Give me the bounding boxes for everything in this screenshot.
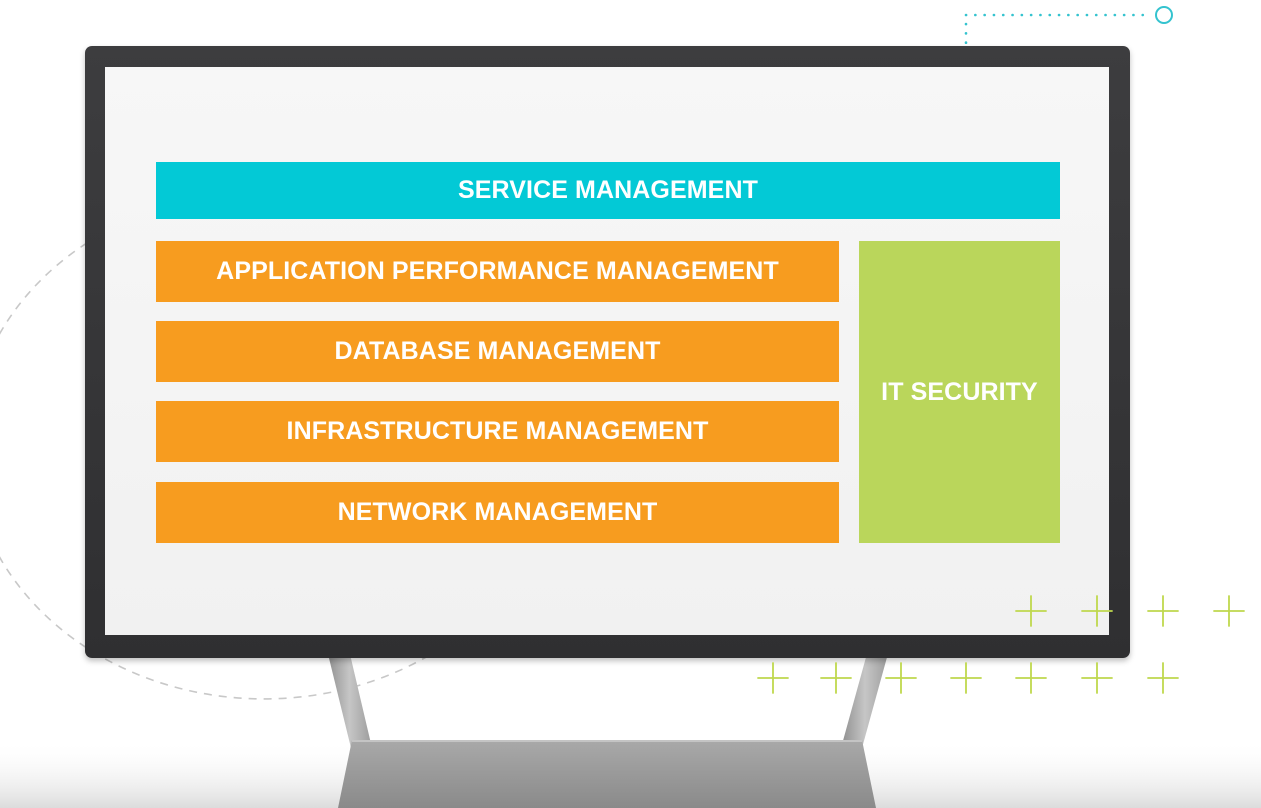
monitor-bezel: SERVICE MANAGEMENT APPLICATION PERFORMAN… — [85, 46, 1130, 658]
infrastructure-management-block: INFRASTRUCTURE MANAGEMENT — [156, 401, 839, 462]
stand-base — [338, 740, 876, 808]
stand-left-leg — [327, 650, 372, 748]
monitor-screen: SERVICE MANAGEMENT APPLICATION PERFORMAN… — [105, 67, 1109, 635]
it-security-block: IT SECURITY — [859, 241, 1060, 543]
database-management-block: DATABASE MANAGEMENT — [156, 321, 839, 382]
service-management-block: SERVICE MANAGEMENT — [156, 162, 1060, 219]
application-performance-management-block: APPLICATION PERFORMANCE MANAGEMENT — [156, 241, 839, 302]
connector-end-circle-icon — [1155, 6, 1173, 24]
network-management-block: NETWORK MANAGEMENT — [156, 482, 839, 543]
stand-right-leg — [841, 650, 889, 748]
dashed-arc-decoration — [0, 234, 429, 700]
